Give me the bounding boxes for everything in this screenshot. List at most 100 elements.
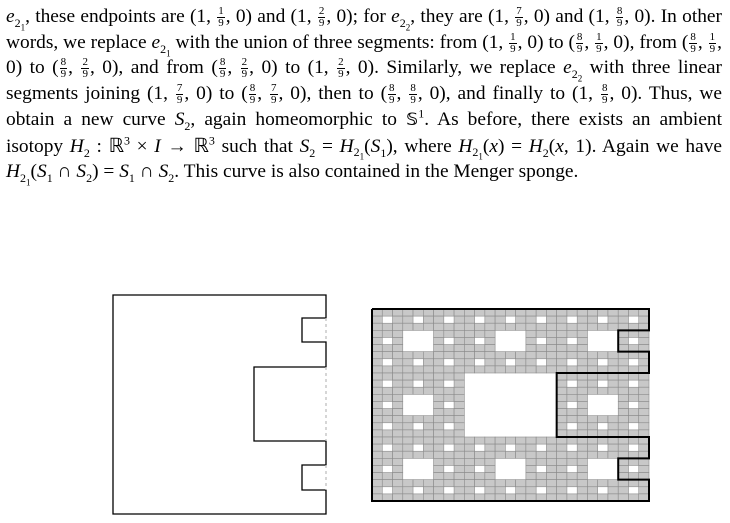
sponge-cell bbox=[607, 486, 619, 495]
sponge-cell bbox=[566, 322, 578, 331]
sponge-cell bbox=[422, 379, 434, 388]
sponge-cell bbox=[607, 308, 619, 317]
sponge-cell bbox=[484, 479, 496, 488]
sponge-cell bbox=[505, 493, 516, 502]
sponge-cell bbox=[556, 315, 568, 324]
sponge-cell bbox=[617, 422, 629, 431]
sponge-cell bbox=[371, 458, 383, 466]
sponge-cell bbox=[443, 429, 455, 438]
sponge-cell bbox=[464, 493, 475, 502]
sponge-cell bbox=[607, 436, 619, 445]
sponge-cell bbox=[576, 365, 588, 374]
sponge-cell bbox=[453, 443, 465, 452]
sponge-cell bbox=[638, 458, 650, 466]
sponge-cell bbox=[587, 486, 599, 495]
sponge-cell bbox=[464, 322, 475, 331]
sponge-cell bbox=[484, 344, 496, 352]
sponge-cell bbox=[576, 401, 588, 409]
sponge-cell bbox=[371, 429, 383, 438]
sponge-cell bbox=[392, 458, 404, 466]
sponge-cell bbox=[412, 429, 424, 438]
sponge-cell bbox=[566, 394, 578, 402]
sponge-cell bbox=[494, 351, 506, 360]
sponge-cell bbox=[535, 479, 547, 488]
sponge-cell bbox=[484, 365, 496, 374]
sponge-cell bbox=[587, 315, 599, 324]
sponge-cell bbox=[597, 372, 609, 381]
sponge-cell bbox=[474, 479, 486, 488]
sponge-cell bbox=[422, 415, 434, 424]
sponge-cell bbox=[464, 365, 475, 374]
sponge-cell bbox=[371, 344, 383, 352]
sponge-cell bbox=[402, 422, 414, 431]
sponge-cell bbox=[443, 458, 455, 466]
sponge-cell bbox=[412, 351, 424, 360]
sponge-cell bbox=[617, 429, 629, 438]
sponge-cell bbox=[576, 344, 588, 352]
sponge-cell bbox=[453, 436, 465, 445]
sponge-cell bbox=[381, 429, 393, 438]
sponge-cell bbox=[464, 486, 475, 495]
sponge-cell bbox=[392, 386, 404, 395]
sponge-cell bbox=[597, 429, 609, 438]
sponge-cell bbox=[525, 344, 537, 352]
sponge-cell bbox=[628, 308, 640, 317]
sponge-cell bbox=[556, 358, 568, 367]
sponge-cell bbox=[576, 472, 588, 480]
sponge-cell bbox=[515, 365, 527, 374]
sponge-cell bbox=[433, 493, 445, 502]
sponge-cell bbox=[525, 479, 537, 488]
sponge-cell bbox=[556, 436, 568, 445]
sponge-cell bbox=[422, 436, 434, 445]
sponge-cell bbox=[566, 386, 578, 395]
sponge-cell bbox=[515, 351, 527, 360]
sponge-cell bbox=[638, 408, 650, 416]
sponge-cell bbox=[381, 351, 393, 360]
sponge-cell bbox=[638, 330, 650, 338]
sponge-cell bbox=[525, 458, 537, 466]
sponge-cell bbox=[638, 365, 650, 374]
sponge-cell bbox=[422, 443, 434, 452]
sponge-cell bbox=[576, 479, 588, 488]
sponge-cell bbox=[556, 472, 568, 480]
sponge-cell bbox=[505, 308, 516, 317]
sponge-cell bbox=[443, 351, 455, 360]
sponge-cell bbox=[371, 351, 383, 360]
sponge-cell bbox=[381, 408, 393, 416]
sponge-cell bbox=[443, 372, 455, 381]
sponge-cell bbox=[464, 330, 475, 338]
sponge-cell bbox=[433, 401, 445, 409]
sponge-cell bbox=[371, 479, 383, 488]
sponge-cell bbox=[392, 308, 404, 317]
sponge-cell bbox=[371, 436, 383, 445]
sponge-cell bbox=[371, 379, 383, 388]
sponge-cell bbox=[638, 415, 650, 424]
sponge-cell bbox=[453, 379, 465, 388]
sponge-cell bbox=[392, 322, 404, 331]
sponge-cell bbox=[628, 408, 640, 416]
sponge-cell bbox=[422, 450, 434, 459]
sponge-cell bbox=[525, 493, 537, 502]
sponge-cell bbox=[525, 351, 537, 360]
sponge-cell bbox=[515, 322, 527, 331]
sponge-cell bbox=[546, 458, 557, 466]
sponge-cell bbox=[412, 372, 424, 381]
sponge-cell bbox=[433, 344, 445, 352]
sponge-cell bbox=[412, 322, 424, 331]
sponge-cell bbox=[546, 315, 557, 324]
sponge-cell bbox=[402, 379, 414, 388]
sponge-cell bbox=[484, 472, 496, 480]
sponge-cell bbox=[628, 372, 640, 381]
sponge-cell bbox=[566, 450, 578, 459]
sponge-cell bbox=[402, 386, 414, 395]
sponge-cell bbox=[607, 322, 619, 331]
sponge-cell bbox=[607, 443, 619, 452]
sponge-cell bbox=[607, 372, 619, 381]
sponge-cell bbox=[546, 436, 557, 445]
sponge-cell bbox=[443, 386, 455, 395]
sponge-cell bbox=[484, 308, 496, 317]
sponge-cell bbox=[433, 394, 445, 402]
sponge-cell bbox=[525, 472, 537, 480]
sponge-cell bbox=[392, 472, 404, 480]
